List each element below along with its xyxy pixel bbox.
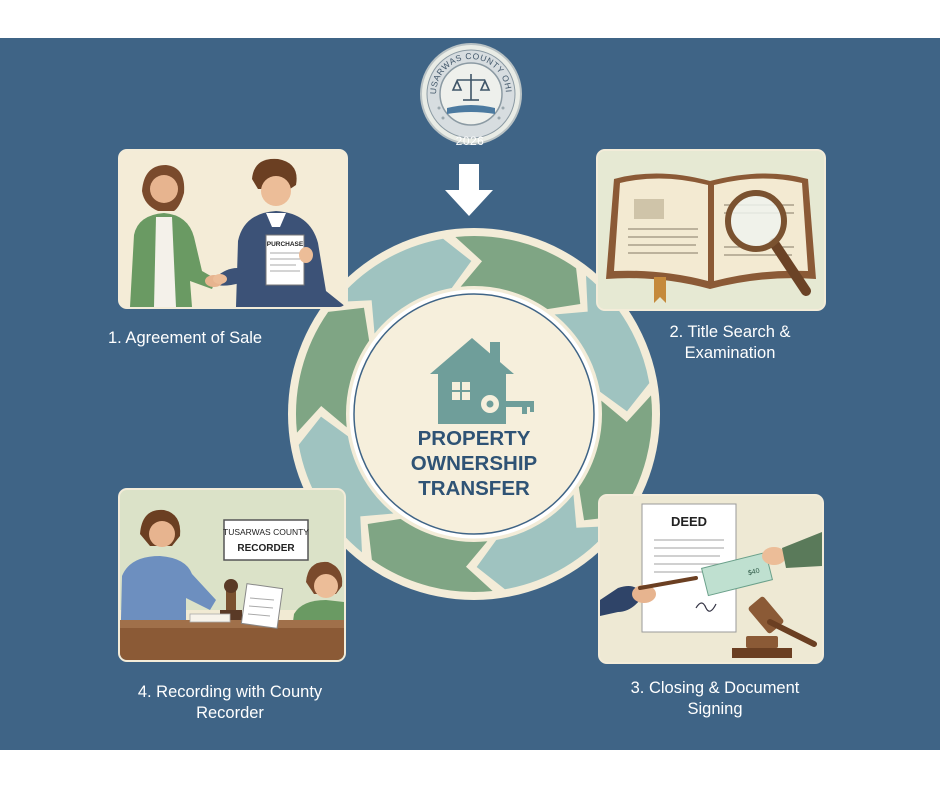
stamp-icon xyxy=(220,579,242,620)
deed-title: DEED xyxy=(671,514,707,529)
center-title: PROPERTY OWNERSHIP TRANSFER xyxy=(384,426,564,501)
step-4-illustration: TUSARWAS COUNTY RECORDER xyxy=(118,488,346,662)
ring-segment-5 xyxy=(367,518,493,592)
ring-segment-4 xyxy=(476,494,613,590)
scales-of-justice-icon xyxy=(451,74,491,101)
county-seal: TUSARWAS COUNTY OHIO xyxy=(419,42,522,145)
sign-line-2: RECORDER xyxy=(237,543,295,554)
signature xyxy=(695,602,717,612)
check-hand: $40 xyxy=(700,532,822,597)
ring-segment-8 xyxy=(335,238,472,334)
ring-segment-7 xyxy=(296,307,370,433)
title-line-1: PROPERTY xyxy=(417,427,531,450)
title-line-3: TRANSFER xyxy=(418,477,530,500)
step-1-label: 1. Agreement of Sale xyxy=(108,328,308,349)
title-line-2: OWNERSHIP xyxy=(410,452,538,475)
step-3-label-line-1: 3. Closing & Document xyxy=(630,679,800,697)
seal-water xyxy=(447,105,495,114)
step-3-label: 3. Closing & Document Signing xyxy=(600,678,830,720)
recorded-document xyxy=(189,583,284,629)
ring-segments xyxy=(296,236,652,592)
diagram-canvas: TUSARWAS COUNTY OHIO 2026 xyxy=(0,38,940,750)
step-1-label-line-1: 1. Agreement of Sale xyxy=(108,329,263,347)
ring-segment-1 xyxy=(455,236,581,310)
seal-year: 2026 xyxy=(455,134,485,148)
ring-segment-6 xyxy=(298,416,394,553)
recorder-sign: TUSARWAS COUNTY RECORDER xyxy=(223,519,309,561)
step-3-illustration: DEED $40 xyxy=(598,494,824,664)
step-4-label-line-2: Recorder xyxy=(196,704,264,722)
magnifying-glass-icon xyxy=(725,190,811,296)
handshake-icon xyxy=(205,274,227,287)
purchase-document: PURCHASE xyxy=(265,234,313,286)
desk xyxy=(120,620,344,660)
step-4-label-line-1: 4. Recording with County xyxy=(137,683,323,701)
step-4-label: 4. Recording with County Recorder xyxy=(100,682,360,724)
ring-segment-2 xyxy=(554,275,650,412)
pen-hand xyxy=(600,576,698,616)
step-2-label-line-2: Examination xyxy=(684,344,776,362)
purchase-doc-text: PURCHASE xyxy=(267,241,304,248)
step-2-label: 2. Title Search & Examination xyxy=(630,322,830,364)
house-with-key-icon xyxy=(430,338,534,424)
step-2-illustration xyxy=(596,149,826,311)
cycle-ring xyxy=(288,228,660,600)
check-amount: $40 xyxy=(747,568,760,578)
gavel-icon xyxy=(732,596,817,658)
ring-segment-3 xyxy=(578,395,652,521)
sign-line-1: TUSARWAS COUNTY xyxy=(223,527,309,537)
step-2-label-line-1: 2. Title Search & xyxy=(669,323,791,341)
woman-figure xyxy=(130,165,216,307)
down-arrow-icon xyxy=(445,164,493,216)
step-1-illustration: PURCHASE xyxy=(118,149,348,309)
seal-stars xyxy=(437,106,505,120)
step-3-label-line-2: Signing xyxy=(687,700,743,718)
